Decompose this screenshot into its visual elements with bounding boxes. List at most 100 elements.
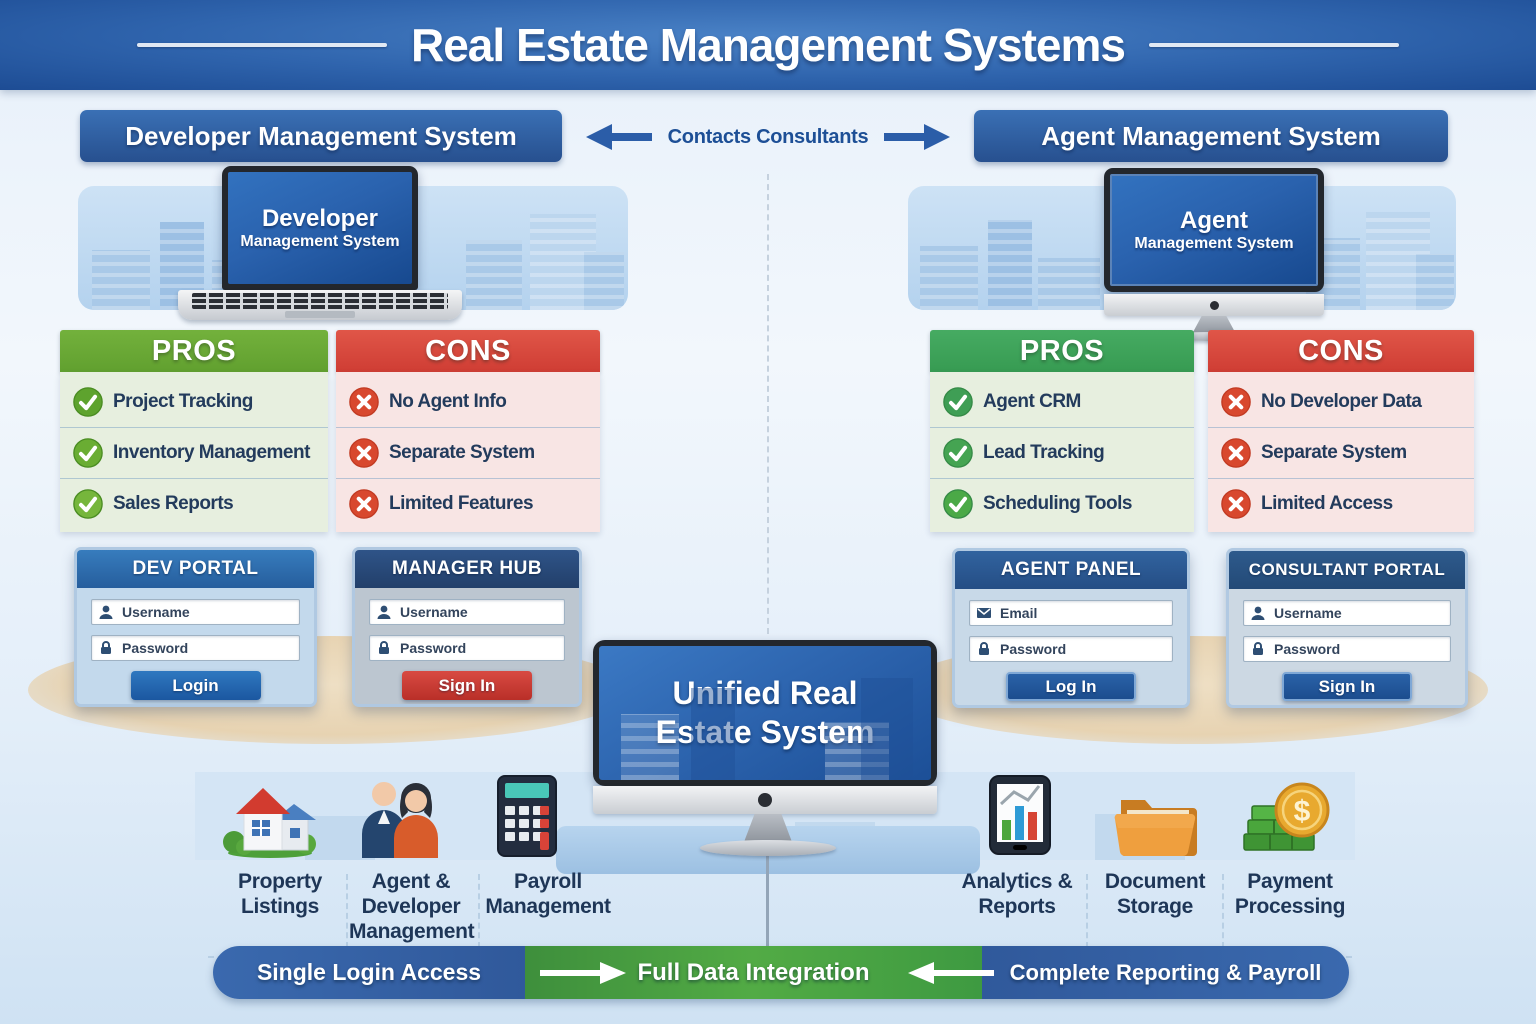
user-icon <box>377 605 391 619</box>
agent-system-header: Agent Management System <box>974 110 1448 162</box>
unified-title-line2: Estate System <box>655 714 875 750</box>
cons-item-label: No Developer Data <box>1261 390 1422 412</box>
agent-monitor-screen: Agent Management System <box>1110 174 1318 286</box>
cons-item-label: Limited Features <box>389 493 534 514</box>
manager-hub-form: Sign In <box>355 588 579 704</box>
username-input[interactable] <box>91 599 300 625</box>
building-shape <box>621 714 679 780</box>
password-input[interactable] <box>969 636 1173 662</box>
label-divider <box>346 874 348 948</box>
consultant-portal-form: Sign In <box>1229 589 1465 705</box>
cross-icon <box>349 489 379 519</box>
manager-hub-card: MANAGER HUB Sign In <box>352 547 582 707</box>
building-shape <box>1038 258 1100 310</box>
pros-list: Agent CRM Lead Tracking Scheduling Tools <box>930 372 1194 532</box>
pros-item-label: Lead Tracking <box>983 442 1105 463</box>
building-shape <box>466 240 522 310</box>
pros-item-label: Agent CRM <box>983 390 1081 412</box>
people-icon <box>362 782 438 858</box>
cons-item: Limited Access <box>1208 478 1474 529</box>
title-rule-right <box>1148 43 1399 47</box>
signin-button[interactable]: Sign In <box>1282 672 1412 701</box>
cross-icon <box>1221 438 1251 468</box>
check-icon <box>943 386 973 417</box>
laptop-keys <box>192 293 448 309</box>
password-input[interactable] <box>369 635 565 661</box>
unified-monitor-chin <box>593 786 937 814</box>
developer-system-header-label: Developer Management System <box>125 120 517 151</box>
pros-item: Sales Reports <box>60 478 328 529</box>
arrow-right-icon <box>884 124 950 150</box>
feature-label-analytics-reports: Analytics & Reports <box>961 870 1073 918</box>
dev-portal-title: DEV PORTAL <box>77 550 314 588</box>
lock-icon <box>379 641 389 654</box>
building-shape <box>92 250 150 310</box>
dev-portal-card: DEV PORTAL Login <box>74 547 317 707</box>
dev-portal-form: Login <box>77 588 314 704</box>
cons-list: No Developer Data Separate System Limite… <box>1208 372 1474 532</box>
password-field <box>91 635 300 661</box>
complete-reporting-label: Complete Reporting & Payroll <box>1009 959 1322 985</box>
feature-label-payment-processing: Payment Processing <box>1234 870 1346 918</box>
envelope-icon <box>977 608 991 618</box>
agent-monitor: Agent Management System <box>1104 168 1324 292</box>
consultant-portal-card: CONSULTANT PORTAL Sign In <box>1226 548 1468 708</box>
arrow-right-icon <box>540 962 626 984</box>
cons-item-label: Separate System <box>389 442 535 463</box>
username-input[interactable] <box>369 599 565 625</box>
feature-label-document-storage: Document Storage <box>1104 870 1206 918</box>
arrow-left-icon <box>908 962 994 984</box>
pros-item: Lead Tracking <box>930 427 1194 478</box>
pros-item: Inventory Management <box>60 427 328 478</box>
pros-item: Scheduling Tools <box>930 478 1194 529</box>
developer-cons-panel: CONS No Agent Info Separate System Limit… <box>336 330 600 532</box>
agent-cons-panel: CONS No Developer Data Separate System L… <box>1208 330 1474 532</box>
single-login-access-label: Single Login Access <box>256 959 482 985</box>
building-shape <box>584 252 624 310</box>
building-shape <box>825 722 889 780</box>
email-field <box>969 600 1173 626</box>
integration-bar: Single Login Access Full Data Integratio… <box>213 946 1349 999</box>
username-input[interactable] <box>1243 600 1451 626</box>
cons-list: No Agent Info Separate System Limited Fe… <box>336 372 600 532</box>
login-button[interactable]: Log In <box>1006 672 1136 701</box>
lock-icon <box>101 641 111 654</box>
developer-system-header: Developer Management System <box>80 110 562 162</box>
password-field <box>369 635 565 661</box>
signin-button[interactable]: Sign In <box>402 671 532 700</box>
cross-icon <box>349 438 379 468</box>
dollar-sign: $ <box>1294 795 1311 828</box>
password-field <box>969 636 1173 662</box>
calculator-icon <box>497 775 557 857</box>
user-icon <box>1251 606 1265 620</box>
cons-item: No Developer Data <box>1208 376 1474 427</box>
pros-header: PROS <box>60 330 328 372</box>
header-band: Real Estate Management Systems <box>0 0 1536 90</box>
unified-title-line1: Unified Real <box>672 675 858 712</box>
pros-list: Project Tracking Inventory Management Sa… <box>60 372 328 532</box>
password-input[interactable] <box>1243 636 1451 662</box>
cons-item: Limited Features <box>336 478 600 529</box>
login-button[interactable]: Login <box>130 671 261 700</box>
full-data-integration-label: Full Data Integration <box>637 958 870 986</box>
check-icon <box>943 489 973 519</box>
cons-header: CONS <box>1208 330 1474 372</box>
payment-icon: $ <box>1243 782 1330 851</box>
folder-icon <box>1114 800 1197 857</box>
password-input[interactable] <box>91 635 300 661</box>
building-shape <box>920 246 978 310</box>
developer-laptop: Developer Management System <box>222 166 418 290</box>
center-divider <box>767 174 769 634</box>
password-field <box>1243 636 1451 662</box>
cons-item-label: Separate System <box>1261 442 1407 463</box>
email-input[interactable] <box>969 600 1173 626</box>
cons-item: No Agent Info <box>336 376 600 427</box>
feature-label-property-listings: Property Listings <box>238 870 322 918</box>
cons-item: Separate System <box>1208 427 1474 478</box>
cons-item-label: Limited Access <box>1261 493 1393 514</box>
check-icon <box>73 489 103 519</box>
check-icon <box>73 386 103 417</box>
single-login-access-segment: Single Login Access <box>213 946 525 999</box>
agent-panel-form: Log In <box>955 589 1187 705</box>
